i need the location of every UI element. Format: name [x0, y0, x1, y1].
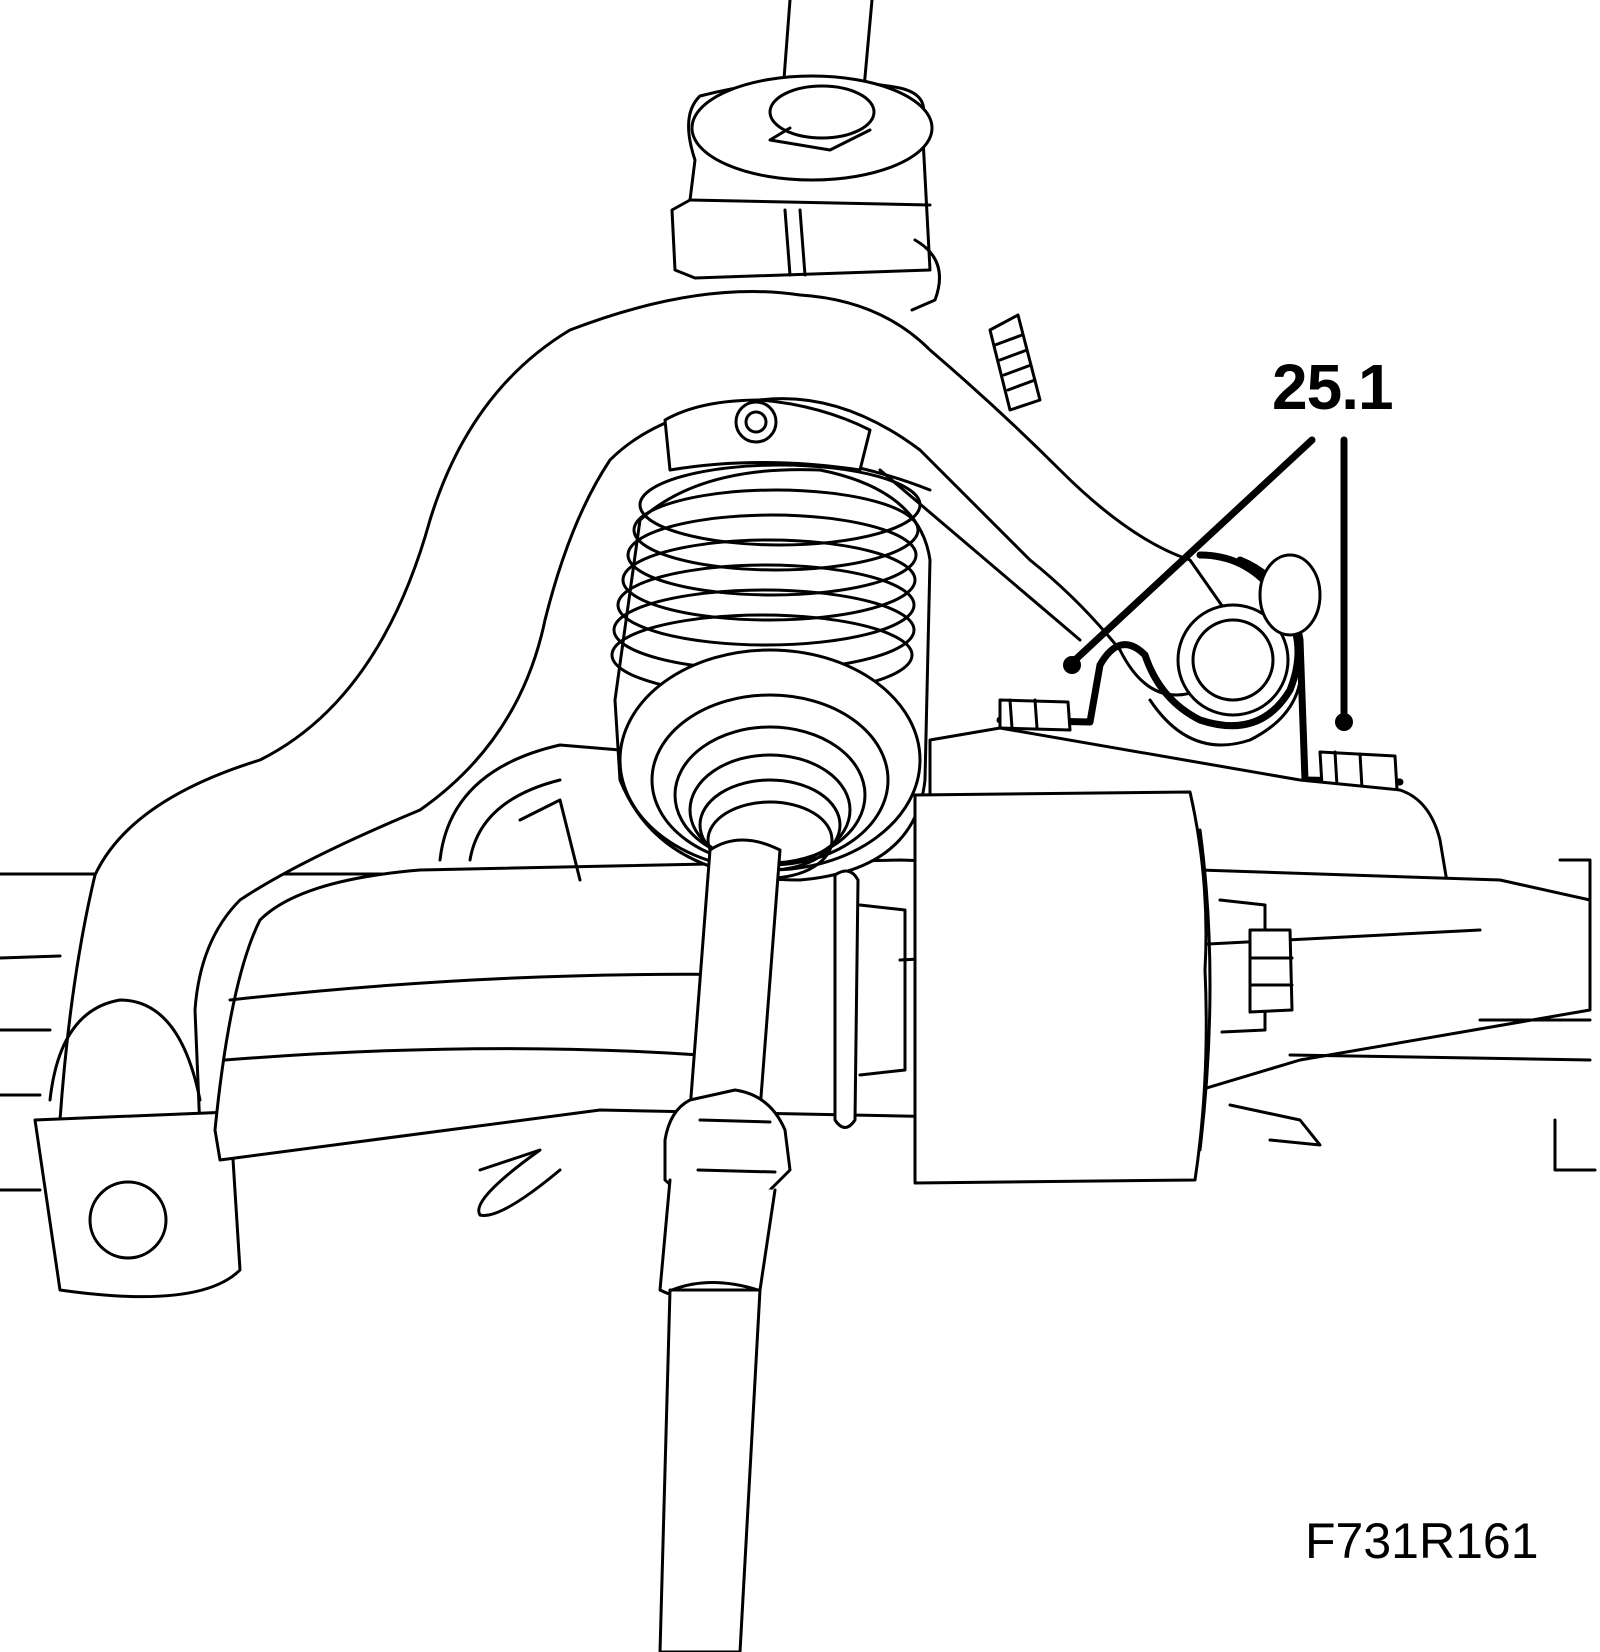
figure-code: F731R161 — [1305, 1513, 1539, 1569]
leader-dot-right — [1335, 713, 1353, 731]
callout-label: 25.1 — [1272, 351, 1394, 423]
callout-leaders — [1063, 436, 1353, 731]
tie-rod — [658, 838, 792, 1652]
stabilizer-clamp — [996, 551, 1404, 792]
arm-bushing — [913, 790, 1294, 1185]
retaining-clip — [833, 869, 907, 1129]
control-arm — [213, 858, 1597, 1217]
rack-boot — [610, 398, 932, 882]
steering-shaft — [670, 0, 941, 312]
threaded-stud — [988, 313, 1042, 412]
leader-dot-left — [1063, 656, 1081, 674]
flange-ring — [438, 743, 622, 882]
